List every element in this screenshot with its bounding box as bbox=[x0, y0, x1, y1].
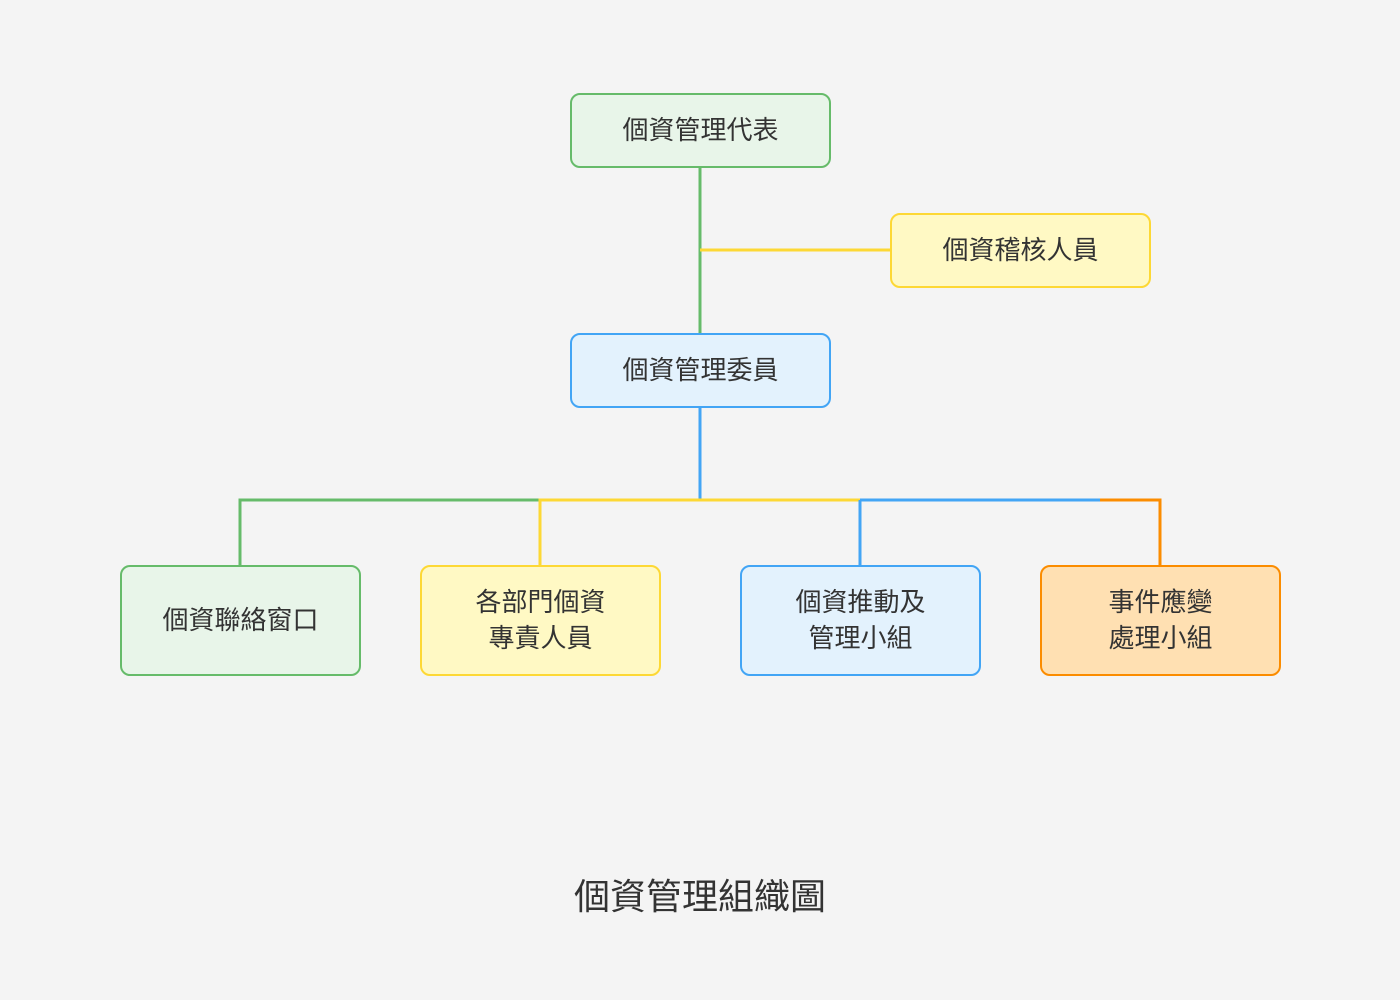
connector-to-contact-window bbox=[238, 498, 540, 565]
node-auditor: 個資稽核人員 bbox=[890, 213, 1151, 288]
node-label-line: 個資管理代表 bbox=[622, 115, 779, 146]
node-label-line: 個資聯絡窗口 bbox=[162, 605, 319, 636]
diagram-caption: 個資管理組織圖 bbox=[573, 877, 826, 918]
connector-to-department-staff bbox=[538, 498, 700, 565]
node-label-line: 個資管理委員 bbox=[622, 355, 779, 386]
node-committee: 個資管理委員 bbox=[570, 333, 831, 408]
node-incident-team: 事件應變處理小組 bbox=[1040, 565, 1281, 676]
node-label-line: 處理小組 bbox=[1108, 623, 1213, 654]
node-label-line: 個資推動及 bbox=[795, 587, 926, 618]
node-label-line: 個資稽核人員 bbox=[942, 235, 1099, 266]
node-label-line: 專責人員 bbox=[488, 623, 593, 654]
node-contact-window: 個資聯絡窗口 bbox=[120, 565, 361, 676]
node-department-staff: 各部門個資專責人員 bbox=[420, 565, 661, 676]
node-representative: 個資管理代表 bbox=[570, 93, 831, 168]
node-label-line: 各部門個資 bbox=[475, 587, 606, 618]
node-label-line: 事件應變 bbox=[1108, 587, 1213, 618]
node-label-line: 管理小組 bbox=[808, 623, 913, 654]
node-promotion-team: 個資推動及管理小組 bbox=[740, 565, 981, 676]
connector-to-incident-team bbox=[1100, 498, 1162, 565]
